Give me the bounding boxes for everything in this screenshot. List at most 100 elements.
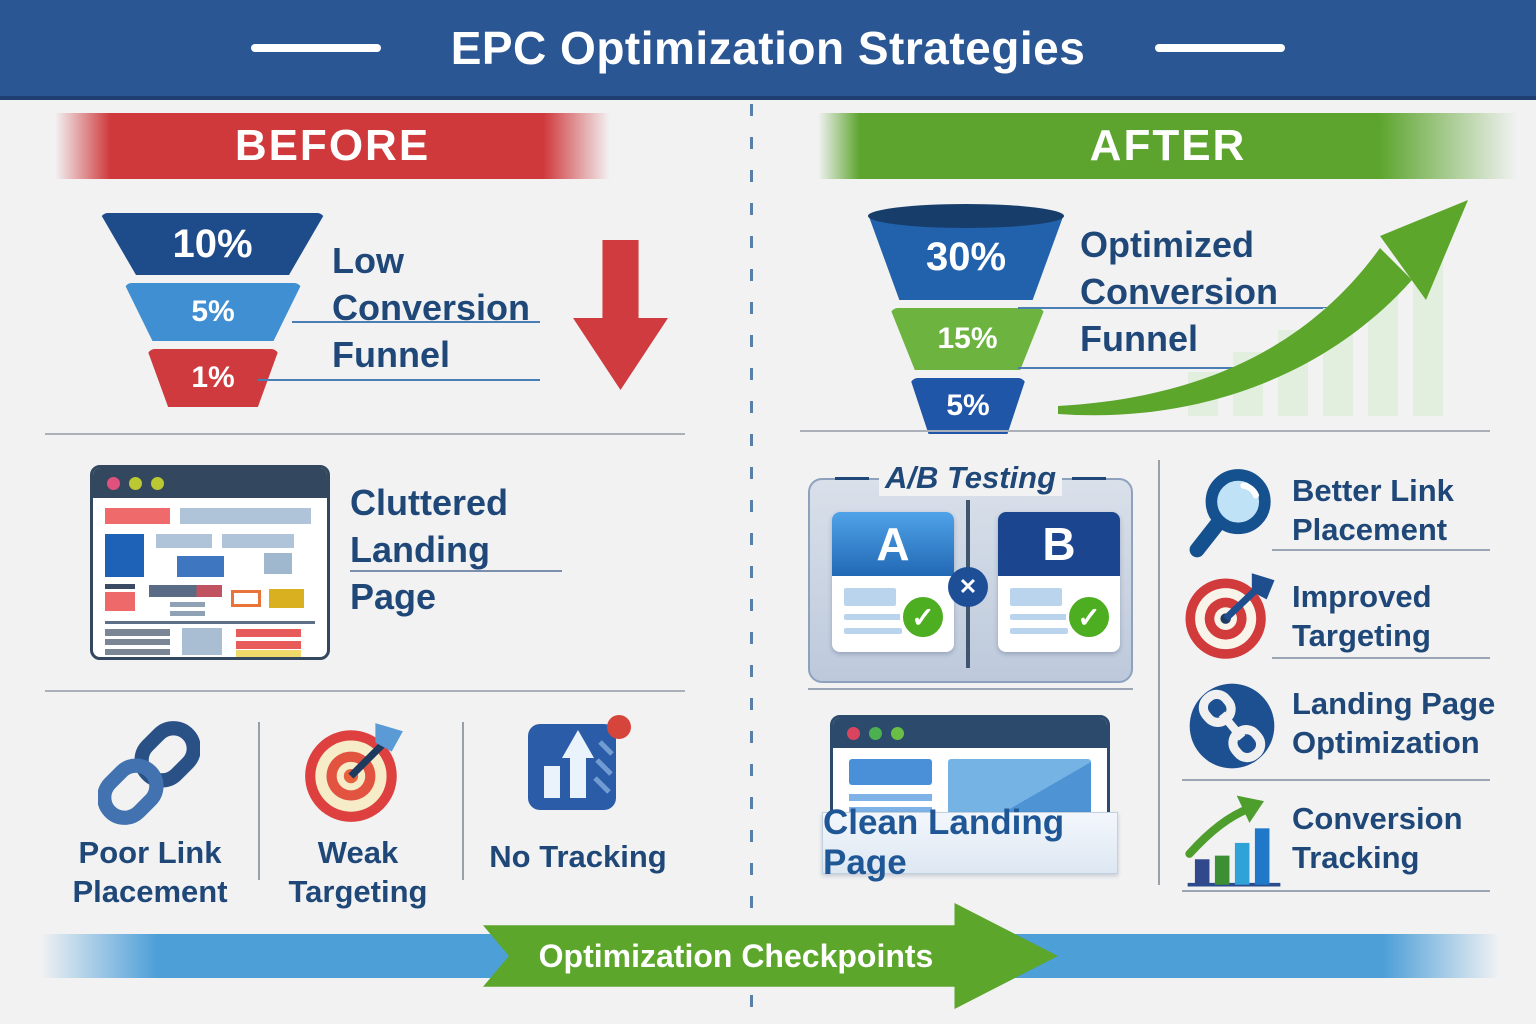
footer-arrow-banner: Optimization Checkpoints xyxy=(483,903,1058,1009)
checkmark-icon: ✓ xyxy=(1066,594,1112,640)
issue-label-poor-link-placement: Poor Link Placement xyxy=(72,835,228,909)
versus-x-icon: ✕ xyxy=(948,567,988,607)
header-banner: EPC Optimization Strategies xyxy=(0,0,1536,100)
content-block xyxy=(221,533,295,549)
magnifier-icon xyxy=(1189,469,1271,558)
browser-title-bar xyxy=(93,468,327,498)
content-block xyxy=(104,591,136,612)
content-block xyxy=(104,583,136,589)
benefit-underline xyxy=(1182,890,1490,892)
variant-a-card: A ✓ xyxy=(832,512,954,652)
content-line xyxy=(849,806,932,814)
content-block xyxy=(849,758,932,786)
before-underline-2 xyxy=(258,379,540,381)
issues-divider-2 xyxy=(462,722,464,880)
after-banner: AFTER xyxy=(818,113,1518,179)
target-dart-icon xyxy=(305,723,403,822)
before-funnel-stage-1: 10% xyxy=(100,213,325,275)
decline-arrow-icon xyxy=(573,240,668,390)
benefit-label-conversion-tracking: Conversion Tracking xyxy=(1292,801,1463,875)
before-underline-1 xyxy=(292,321,540,323)
content-line xyxy=(844,628,902,634)
content-block xyxy=(179,507,311,524)
content-line xyxy=(1010,628,1068,634)
after-funnel-value-1: 30% xyxy=(925,234,1007,279)
benefit-underline xyxy=(1182,779,1490,781)
window-dot-icon xyxy=(129,476,142,490)
variant-b-header: B xyxy=(998,512,1120,576)
after-separator-1 xyxy=(800,430,1490,432)
content-line xyxy=(844,614,902,620)
content-block xyxy=(149,585,222,597)
content-block xyxy=(104,638,171,646)
content-line xyxy=(1010,614,1068,620)
issue-label-weak-targeting: Weak Targeting xyxy=(288,835,428,909)
before-funnel-value-2: 5% xyxy=(191,295,235,328)
benefit-label-improved-targeting: Improved Targeting xyxy=(1292,579,1432,653)
header-dash-left xyxy=(250,44,381,52)
issues-divider-1 xyxy=(258,722,260,880)
content-block xyxy=(156,533,213,549)
chain-link-icon xyxy=(98,721,200,825)
cluttered-landing-page-mockup xyxy=(90,465,330,660)
bar-chart-arrow-icon xyxy=(528,715,631,810)
content-block xyxy=(235,650,302,657)
center-dashed-divider xyxy=(750,104,753,1024)
after-funnel-label: Optimized Conversion Funnel xyxy=(1080,224,1279,359)
content-block xyxy=(170,611,206,617)
cluttered-page-body xyxy=(93,498,327,657)
content-block xyxy=(263,553,292,575)
before-separator-1 xyxy=(45,433,685,435)
cluttered-underline xyxy=(350,570,562,572)
after-funnel-value-3: 5% xyxy=(946,389,990,422)
header-dash-right xyxy=(1155,44,1286,52)
content-block xyxy=(177,556,225,578)
benefit-underline xyxy=(1272,657,1490,659)
growth-chart-icon xyxy=(1185,795,1281,887)
window-dot-icon xyxy=(107,476,120,490)
before-funnel-stage-2: 5% xyxy=(124,283,302,341)
link-circle-icon xyxy=(1189,683,1275,769)
content-block xyxy=(104,507,171,524)
footer-label: Optimization Checkpoints xyxy=(538,937,934,974)
variant-a-header: A xyxy=(832,512,954,576)
window-dot-icon xyxy=(869,726,882,740)
window-dot-icon xyxy=(151,476,164,490)
after-funnel-top-ellipse xyxy=(868,204,1064,228)
window-dot-icon xyxy=(847,726,860,740)
benefit-underline xyxy=(1272,549,1490,551)
browser-title-bar xyxy=(833,718,1107,748)
content-block xyxy=(231,590,262,607)
content-block xyxy=(235,640,302,649)
clean-landing-label: Clean Landing Page xyxy=(822,803,1118,882)
content-block xyxy=(104,533,145,578)
before-separator-2 xyxy=(45,690,685,692)
content-block xyxy=(235,629,302,638)
target-dart-icon xyxy=(1185,573,1275,659)
content-block xyxy=(268,588,304,609)
after-funnel-stage-3: 5% xyxy=(910,378,1026,434)
variant-b-card: B ✓ xyxy=(998,512,1120,652)
content-block xyxy=(181,627,222,656)
content-line xyxy=(1010,588,1062,606)
ab-testing-title-row: A/B Testing xyxy=(808,460,1133,496)
before-funnel-value-3: 1% xyxy=(191,361,235,394)
after-funnel-stage-1: 30% xyxy=(868,214,1064,300)
before-banner: BEFORE xyxy=(55,113,610,179)
content-block xyxy=(104,629,171,636)
before-funnel-label: Low Conversion Funnel xyxy=(332,240,531,375)
page-title: EPC Optimization Strategies xyxy=(450,22,1086,74)
before-funnel-value-1: 10% xyxy=(172,221,253,266)
issue-label-no-tracking: No Tracking xyxy=(489,839,667,874)
content-divider xyxy=(104,621,316,625)
ab-title-dash-left xyxy=(834,476,869,480)
content-block xyxy=(170,601,206,607)
content-line xyxy=(844,588,896,606)
after-funnel-value-2: 15% xyxy=(937,322,998,355)
checkmark-icon: ✓ xyxy=(900,594,946,640)
after-separator-2 xyxy=(808,688,1133,690)
after-underline-1 xyxy=(1018,307,1336,309)
window-dot-icon xyxy=(891,726,904,740)
after-funnel-stage-2: 15% xyxy=(890,308,1045,370)
